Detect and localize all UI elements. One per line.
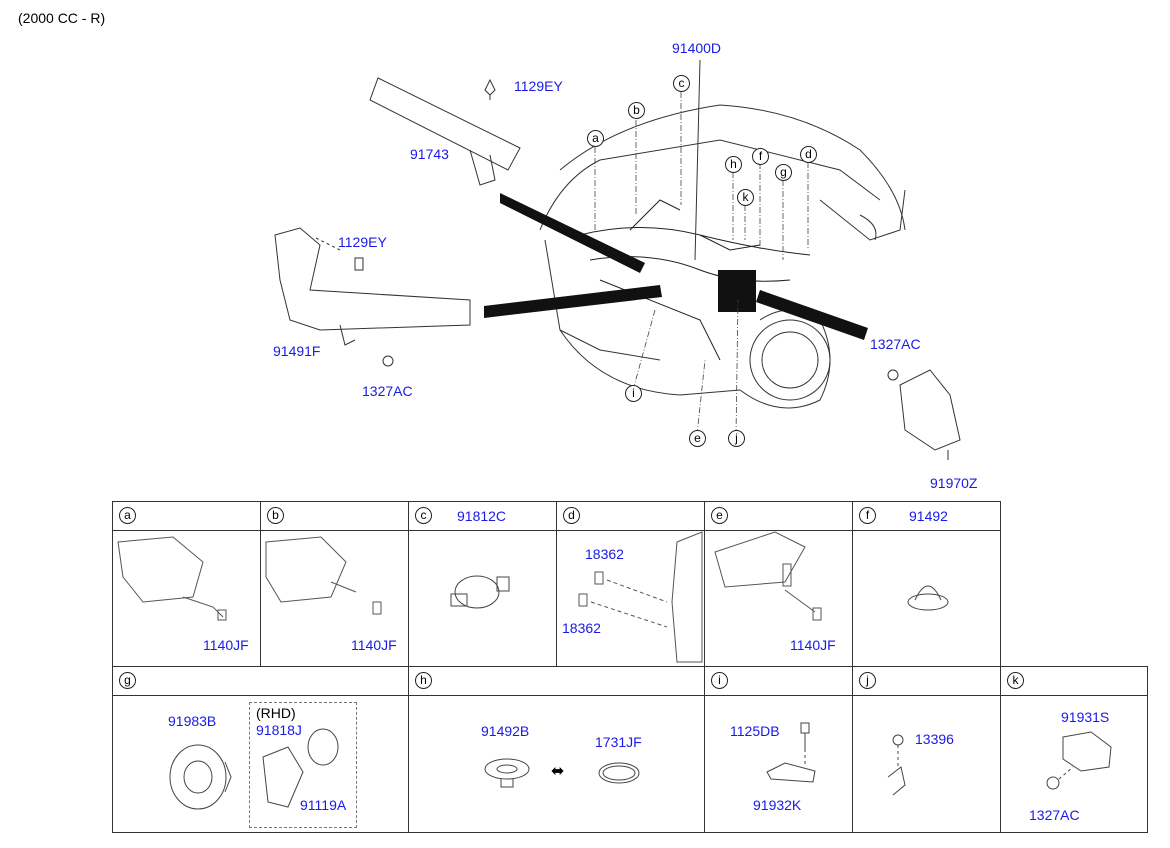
cell-d-part-18362-top[interactable]: 18362	[585, 546, 624, 562]
engine-bay-illustration	[274, 59, 961, 460]
cell-g-part-91119A[interactable]: 91119A	[300, 797, 347, 813]
marker-b[interactable]: b	[628, 102, 645, 119]
rhd-label: (RHD)	[256, 705, 296, 721]
part-91491F[interactable]: 91491F	[273, 343, 321, 359]
cell-g-marker: g	[119, 672, 136, 689]
cell-h-part-1731JF[interactable]: 1731JF	[595, 734, 642, 750]
cell-f: f 91492	[852, 501, 1001, 667]
rhd-box	[249, 702, 357, 828]
cell-e-part-1140JF[interactable]: 1140JF	[790, 637, 836, 653]
cell-g-drawing	[169, 728, 339, 810]
cell-g-part-91818J[interactable]: 91818J	[256, 722, 302, 738]
cell-d-drawing	[578, 531, 703, 663]
cell-c-part-91812C[interactable]: 91812C	[457, 508, 507, 524]
part-1129EY-top[interactable]: 1129EY	[514, 78, 563, 94]
double-arrow-icon: ⬌	[551, 763, 565, 780]
part-1129EY-left[interactable]: 1129EY	[338, 234, 387, 250]
cell-d-marker: d	[563, 507, 580, 524]
cell-c: c 91812C	[408, 501, 557, 667]
cell-h-marker: h	[415, 672, 432, 689]
cell-e: e 1140JF	[704, 501, 853, 667]
cell-i-part-91932K[interactable]: 91932K	[753, 797, 802, 813]
part-1327AC-left[interactable]: 1327AC	[362, 383, 413, 399]
cell-j-marker: j	[859, 672, 876, 689]
part-91743[interactable]: 91743	[410, 146, 449, 162]
cell-i-part-1125DB[interactable]: 1125DB	[730, 723, 780, 739]
part-1327AC-right[interactable]: 1327AC	[870, 336, 921, 352]
cell-k-drawing	[1046, 731, 1112, 790]
marker-g[interactable]: g	[775, 164, 792, 181]
cell-i-drawing	[766, 722, 816, 783]
marker-d[interactable]: d	[800, 146, 817, 163]
marker-h[interactable]: h	[725, 156, 742, 173]
cell-k-part-1327AC[interactable]: 1327AC	[1029, 807, 1080, 823]
cell-k: k 91931S 1327AC	[1000, 666, 1148, 833]
cell-k-part-91931S[interactable]: 91931S	[1061, 709, 1110, 725]
cell-a-drawing	[117, 536, 227, 621]
cell-k-marker: k	[1007, 672, 1024, 689]
marker-c[interactable]: c	[673, 75, 690, 92]
detail-grid: a 1140JF b 1140JF c 91812C d 18362 18362…	[112, 501, 1148, 833]
diagram-header: (2000 CC - R)	[18, 10, 106, 26]
cell-a: a 1140JF	[112, 501, 261, 667]
cell-h-part-91492B[interactable]: 91492B	[481, 723, 530, 739]
cell-f-drawing	[907, 585, 949, 611]
cell-e-marker: e	[711, 507, 728, 524]
cell-g-part-91983B[interactable]: 91983B	[168, 713, 217, 729]
cell-a-marker: a	[119, 507, 136, 524]
cell-g: g 91983B (RHD) 91818J 91119A	[112, 666, 409, 833]
marker-e[interactable]: e	[689, 430, 706, 447]
cell-b-marker: b	[267, 507, 284, 524]
cell-b: b 1140JF	[260, 501, 409, 667]
marker-k[interactable]: k	[737, 189, 754, 206]
part-91400D[interactable]: 91400D	[672, 40, 722, 56]
cell-c-drawing	[450, 575, 510, 609]
cell-d: d 18362 18362	[556, 501, 705, 667]
cell-i-marker: i	[711, 672, 728, 689]
marker-j[interactable]: j	[728, 430, 745, 447]
cell-e-drawing	[714, 531, 822, 621]
marker-i[interactable]: i	[625, 385, 642, 402]
cell-d-part-18362-bottom[interactable]: 18362	[562, 620, 601, 636]
cell-h-drawing	[484, 758, 640, 788]
cell-c-marker: c	[415, 507, 432, 524]
cell-j-drawing	[887, 734, 906, 796]
cell-j-part-13396[interactable]: 13396	[915, 731, 954, 747]
cell-b-drawing	[265, 536, 382, 615]
cell-j: j 13396	[852, 666, 1001, 833]
cell-i: i 1125DB 91932K	[704, 666, 853, 833]
cell-f-part-91492[interactable]: 91492	[909, 508, 948, 524]
cell-h: h 91492B ⬌ 1731JF	[408, 666, 705, 833]
cell-f-marker: f	[859, 507, 876, 524]
part-91970Z[interactable]: 91970Z	[930, 475, 978, 491]
marker-f[interactable]: f	[752, 148, 769, 165]
cell-a-part-1140JF[interactable]: 1140JF	[203, 637, 249, 653]
marker-a[interactable]: a	[587, 130, 604, 147]
cell-b-part-1140JF[interactable]: 1140JF	[351, 637, 397, 653]
